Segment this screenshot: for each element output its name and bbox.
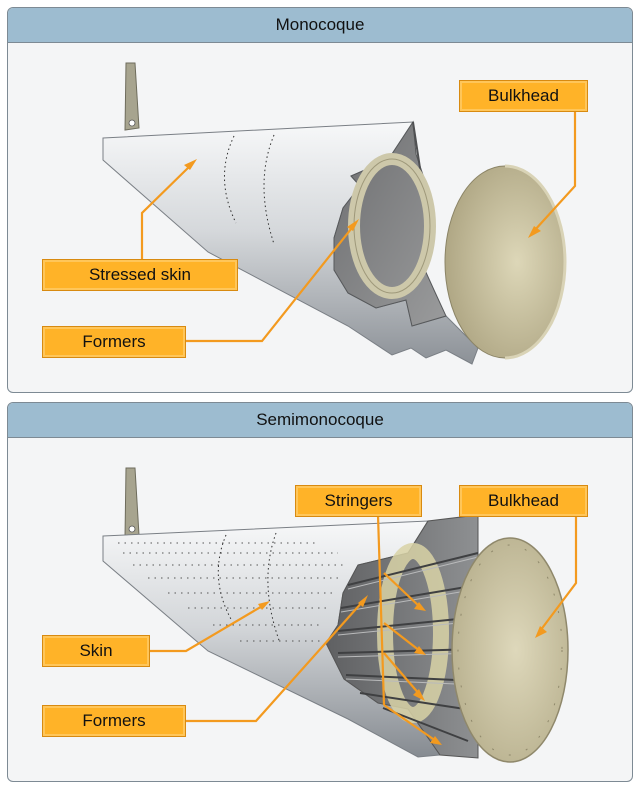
monocoque-panel: Monocoque [7,7,633,393]
stringers-label: Stringers [295,485,422,517]
skin-label: Skin [42,635,150,667]
stressed-skin-label: Stressed skin [42,259,238,291]
formers-label: Formers [42,705,186,737]
formers-label: Formers [42,326,186,358]
bulkhead-label: Bulkhead [459,80,588,112]
bulkhead-disc [452,538,568,762]
bulkhead-label: Bulkhead [459,485,588,517]
semimonocoque-panel: Semimonocoque [7,402,633,782]
